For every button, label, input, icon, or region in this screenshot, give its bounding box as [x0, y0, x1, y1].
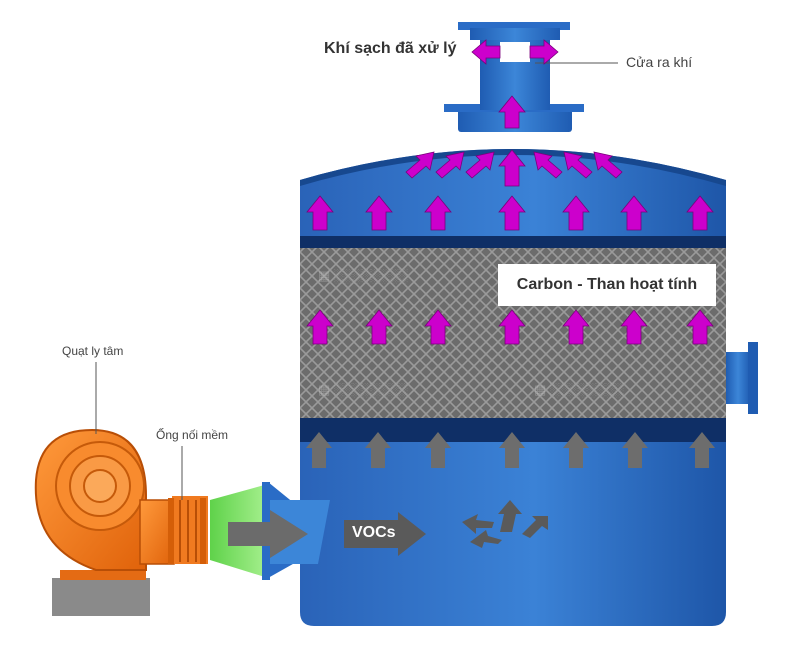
- purple-arrows-upper: [306, 195, 714, 231]
- centrifugal-fan: [34, 428, 175, 571]
- purple-arrow-stack: [498, 95, 526, 129]
- svg-text:▦ ░░░░░░░░: ▦ ░░░░░░░░: [318, 382, 408, 398]
- grey-up-arrows: [306, 432, 715, 468]
- side-port: [726, 342, 758, 414]
- vocs-label: VOCs: [352, 524, 396, 541]
- fan-base: [52, 578, 150, 616]
- inlet-arrow: [228, 510, 308, 558]
- flex-hose-label: Ống nối mềm: [156, 428, 229, 442]
- svg-text:▦ ░░░░░░░░: ▦ ░░░░░░░░: [534, 382, 624, 398]
- gas-outlet-label: Cửa ra khí: [626, 54, 693, 70]
- dispersion-arrows: [462, 500, 548, 548]
- fan-label: Quạt ly tâm: [62, 344, 124, 358]
- flexible-hose: [168, 496, 208, 564]
- svg-text:▦ ░░░░░░░░: ▦ ░░░░░░░░: [318, 268, 408, 284]
- carbon-label: Carbon - Than hoạt tính: [498, 264, 716, 306]
- purple-arrows-carbon: [306, 309, 714, 345]
- purple-arrows-converge: [405, 149, 623, 187]
- vocs-arrow: [344, 512, 426, 556]
- clean-gas-label: Khí sạch đã xử lý: [324, 40, 457, 57]
- purple-exit-arrows: [471, 39, 559, 65]
